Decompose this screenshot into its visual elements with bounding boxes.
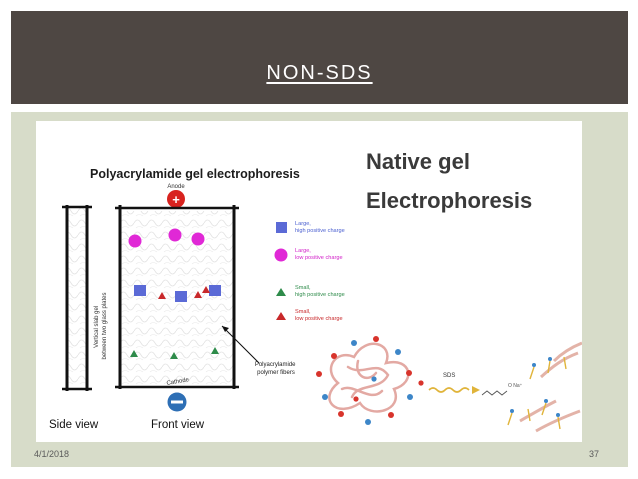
slide-page-number: 37 (589, 449, 600, 459)
large-low-charge-molecule (128, 234, 142, 248)
small-low-charge-molecule (202, 286, 210, 293)
sds-label: SDS (443, 373, 455, 379)
gel-figure-title: Polyacrylamide gel electrophoresis (90, 167, 300, 181)
svg-text:O Na⁺: O Na⁺ (508, 383, 523, 389)
large-low-charge-molecule (168, 228, 182, 242)
slide-title: NON-SDS (266, 62, 373, 84)
small-high-charge-molecule (130, 350, 138, 357)
legend-item-4: Small, low positive charge (295, 309, 343, 322)
small-high-charge-molecule (170, 352, 178, 359)
large-high-charge-molecule (175, 291, 187, 302)
large-high-charge-molecule (134, 285, 146, 296)
small-low-charge-molecule (194, 291, 202, 298)
anode-icon: + (167, 190, 185, 208)
denatured-chains (507, 341, 582, 433)
native-gel-title-line2: Electrophoresis (366, 188, 532, 213)
legend-item-3: Small, high positive charge (295, 285, 345, 298)
side-view-slab (62, 205, 92, 391)
vertical-slab-label: Vertical slab gel between two glass plat… (94, 292, 108, 359)
legend-item-1: Large, high positive charge (295, 221, 345, 234)
small-high-charge-molecule (211, 347, 219, 354)
legend-item-2: Large, low positive charge (295, 248, 343, 261)
sds-molecule-icon: O Na⁺ (481, 383, 523, 396)
sds-arrow (428, 387, 470, 393)
native-gel-title-line1: Native gel (366, 149, 470, 174)
large-low-charge-molecule (191, 232, 205, 246)
cathode-icon (167, 392, 187, 412)
small-low-charge-molecule (158, 292, 166, 299)
fibers-pointer-arrow (221, 325, 260, 364)
slide-header: NON-SDS (11, 11, 628, 104)
legend-triangle-icon (276, 288, 286, 296)
legend-circle-icon (274, 248, 288, 262)
legend: Large, high positive charge Large, low p… (274, 221, 345, 322)
fibers-label: Polyacrylamide polymer fibers (255, 362, 297, 376)
electrophoresis-figure: Polyacrylamide gel electrophoresis + Ano… (36, 121, 582, 442)
large-high-charge-molecule (209, 285, 221, 296)
front-view-label: Front view (151, 419, 205, 431)
legend-triangle-icon (276, 312, 286, 320)
cathode-label: Cathode (166, 377, 190, 387)
legend-square-icon (276, 222, 287, 233)
side-view-label: Side view (49, 419, 99, 431)
slide-date: 4/1/2018 (34, 449, 70, 459)
svg-text:+: + (172, 192, 180, 207)
charge-ions (316, 336, 424, 425)
anode-label: Anode (167, 184, 185, 190)
